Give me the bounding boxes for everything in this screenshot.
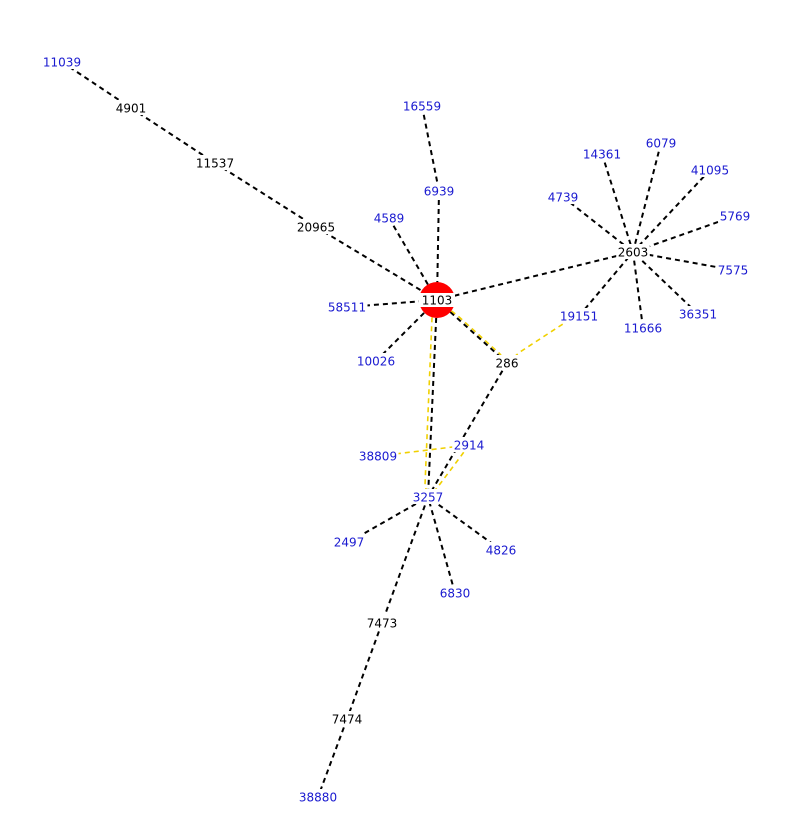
node-label-bg-7473 <box>365 615 399 630</box>
edge-4739-2603 <box>562 196 634 253</box>
edge-36351-2603 <box>632 251 699 315</box>
edge-5769-2603 <box>632 215 736 253</box>
node-label-bg-4589 <box>372 210 406 225</box>
node-label-bg-16559 <box>401 98 443 113</box>
node-label-19151[interactable]: 19151 <box>560 310 598 324</box>
edge-286-3257 <box>427 362 508 498</box>
node-label-6939[interactable]: 6939 <box>424 185 455 199</box>
edge-16559-6939 <box>421 105 440 192</box>
node-label-286: 286 <box>496 357 519 371</box>
node-label-7575[interactable]: 7575 <box>718 264 749 278</box>
node-label-bg-5769 <box>718 208 752 223</box>
node-label-bg-7575 <box>716 262 750 277</box>
node-label-bg-11537 <box>194 155 236 170</box>
edge-4826-3257 <box>427 496 502 551</box>
node-label-38880[interactable]: 38880 <box>299 791 337 805</box>
node-label-bg-19151 <box>558 308 600 323</box>
edge-1103-2603 <box>436 251 634 301</box>
edge-3257-7473 <box>381 496 429 624</box>
node-label-bg-2914 <box>452 437 486 452</box>
node-label-10026[interactable]: 10026 <box>357 355 395 369</box>
node-label-layer: 11039 4901 11537 20965 16559 6939 4589 58511 100… <box>41 54 752 805</box>
edge-layer <box>61 61 736 798</box>
node-label-36351[interactable]: 36351 <box>679 308 717 322</box>
edge-14361-2603 <box>601 153 634 253</box>
node-label-bg-2603 <box>616 244 650 259</box>
node-label-11666[interactable]: 11666 <box>624 322 662 336</box>
node-label-2914[interactable]: 2914 <box>454 439 485 453</box>
node-label-20965: 20965 <box>297 221 335 235</box>
node-label-bg-20965 <box>295 219 337 234</box>
node-label-4826[interactable]: 4826 <box>486 544 517 558</box>
node-label-bg-4901 <box>114 100 148 115</box>
node-label-bg-6830 <box>438 585 472 600</box>
node-label-bg-4739 <box>546 189 580 204</box>
node-label-bg-11666 <box>622 320 664 335</box>
node-label-bg-3257 <box>411 489 445 504</box>
node-label-bg-6079 <box>644 135 678 150</box>
edge-19151-2603 <box>578 251 634 317</box>
node-label-bg-38809 <box>357 448 399 463</box>
node-label-2603: 2603 <box>618 246 649 260</box>
node-label-11537: 11537 <box>196 157 234 171</box>
node-label-4739[interactable]: 4739 <box>548 191 579 205</box>
edge-6079-2603 <box>632 142 662 253</box>
edge-4589-1103 <box>388 217 438 301</box>
node-label-bg-11039 <box>41 54 83 69</box>
node-label-2497[interactable]: 2497 <box>334 536 365 550</box>
node-label-6079[interactable]: 6079 <box>646 137 677 151</box>
node-label-58511[interactable]: 58511 <box>328 301 366 315</box>
edge-7474-38880 <box>317 718 348 798</box>
edge-1103-3257 <box>427 299 438 498</box>
node-label-4901: 4901 <box>116 102 147 116</box>
node-label-3257[interactable]: 3257 <box>413 491 444 505</box>
edge-11666-2603 <box>632 251 644 329</box>
node-label-16559[interactable]: 16559 <box>403 100 441 114</box>
node-label-4589[interactable]: 4589 <box>374 212 405 226</box>
node-label-bg-6939 <box>422 183 456 198</box>
edge-4901-11537 <box>130 107 216 164</box>
edge-1103-286 <box>436 299 508 364</box>
node-label-38809[interactable]: 38809 <box>359 450 397 464</box>
node-label-bg-14361 <box>581 146 623 161</box>
center-node-label-bg <box>419 293 455 307</box>
edge-11537-20965 <box>214 162 317 228</box>
node-label-1103[interactable]: 1103 <box>422 294 453 308</box>
node-label-6830[interactable]: 6830 <box>440 587 471 601</box>
node-label-bg-286 <box>493 355 521 370</box>
node-label-bg-38880 <box>297 789 339 804</box>
edge-20965-1103 <box>315 226 438 301</box>
node-label-bg-2497 <box>332 534 366 549</box>
edge-6830-3257 <box>427 496 456 594</box>
node-label-bg-4826 <box>484 542 518 557</box>
node-label-5769[interactable]: 5769 <box>720 210 751 224</box>
node-label-bg-58511 <box>326 299 368 314</box>
edge-41095-2603 <box>632 169 711 253</box>
edge-6939-1103 <box>436 190 440 301</box>
node-label-11039[interactable]: 11039 <box>43 56 81 70</box>
node-label-bg-41095 <box>689 162 731 177</box>
edge-7473-7474 <box>346 622 383 720</box>
node-label-bg-36351 <box>677 306 719 321</box>
node-label-7474: 7474 <box>332 713 363 727</box>
node-label-7473: 7473 <box>367 617 398 631</box>
node-label-41095[interactable]: 41095 <box>691 164 729 178</box>
node-label-bg-7474 <box>330 711 364 726</box>
edge-2497-3257 <box>348 496 429 543</box>
center-node[interactable]: 1103 <box>419 282 455 318</box>
node-label-14361[interactable]: 14361 <box>583 148 621 162</box>
node-label-bg-10026 <box>355 353 397 368</box>
edge-11039-4901 <box>61 61 132 109</box>
